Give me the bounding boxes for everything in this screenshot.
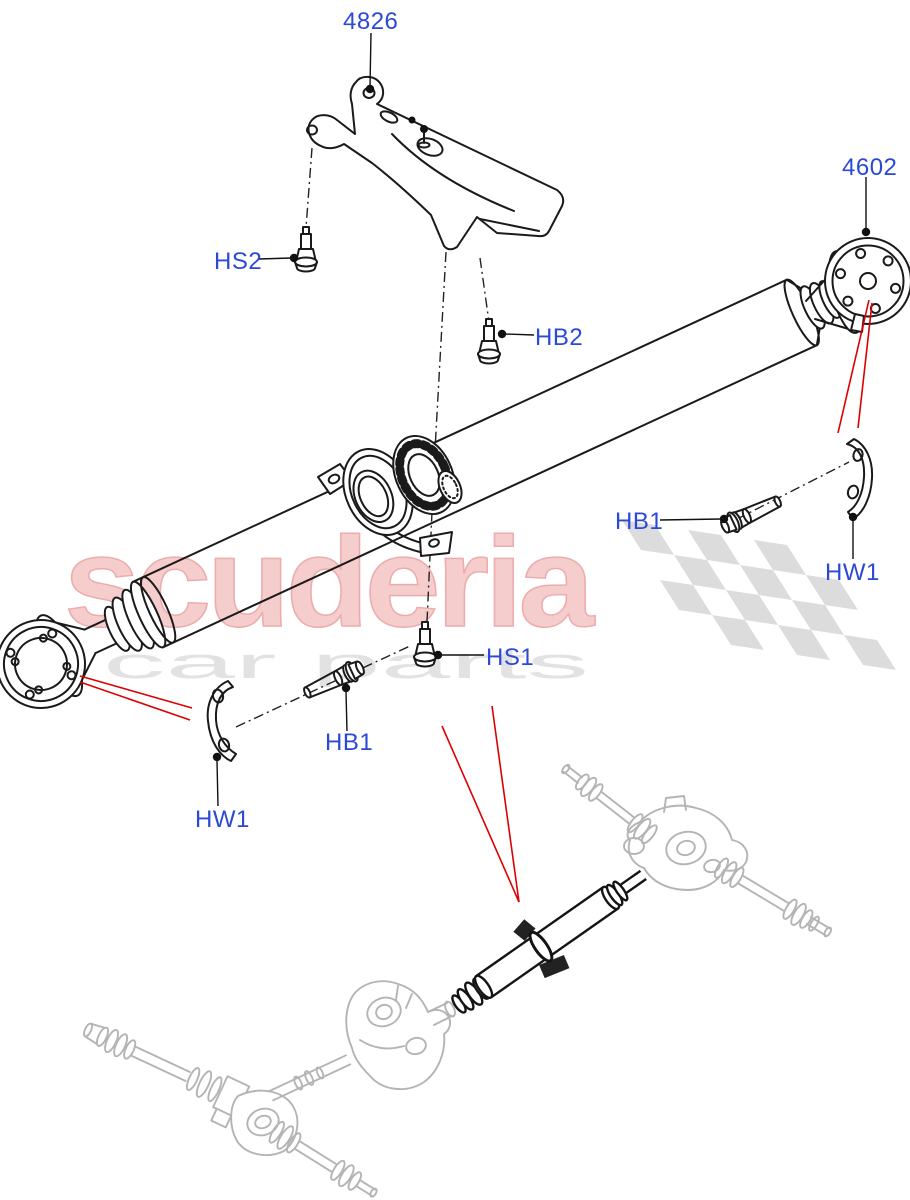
part-label-hs2[interactable]: HS2	[214, 248, 263, 275]
part-label-hs1[interactable]: HS1	[486, 644, 535, 671]
bolt-hs2	[294, 226, 318, 273]
front-cross-shaft	[267, 1054, 352, 1102]
rear-flange-drawing	[805, 237, 910, 334]
part-label-hb2[interactable]: HB2	[535, 324, 584, 351]
bolt-hb2	[477, 318, 501, 365]
rear-upper-halfshaft	[561, 763, 658, 845]
rear-lower-halfshaft	[713, 857, 833, 938]
propshaft-highlighted	[451, 869, 647, 1014]
part-label-hb1-right[interactable]: HB1	[615, 508, 664, 535]
part-label-hw1-left[interactable]: HW1	[195, 806, 250, 833]
checkered-flag-watermark	[622, 520, 897, 670]
propshaft-drawing	[0, 276, 862, 709]
part-label-hw1-right[interactable]: HW1	[825, 559, 880, 586]
bolt-hb1-right	[716, 489, 786, 538]
driveline-overview-drawing	[83, 763, 833, 1198]
center-bearing-drawing	[317, 435, 463, 557]
part-label-4826[interactable]: 4826	[343, 8, 399, 35]
assembly-dash-lines	[235, 147, 850, 728]
part-label-4602[interactable]: 4602	[842, 154, 898, 181]
clip-hw1-right	[846, 438, 874, 520]
leader-lines	[212, 32, 871, 807]
part-label-hb1-left[interactable]: HB1	[325, 729, 374, 756]
front-gear-unit	[230, 1089, 299, 1156]
fasteners	[206, 226, 874, 762]
transfer-unit	[345, 980, 456, 1090]
watermark: scuderia car parts	[63, 510, 897, 688]
bracket-drawing	[306, 75, 565, 251]
red-pointer-lines	[79, 299, 873, 903]
front-right-halfshaft	[268, 1120, 378, 1198]
